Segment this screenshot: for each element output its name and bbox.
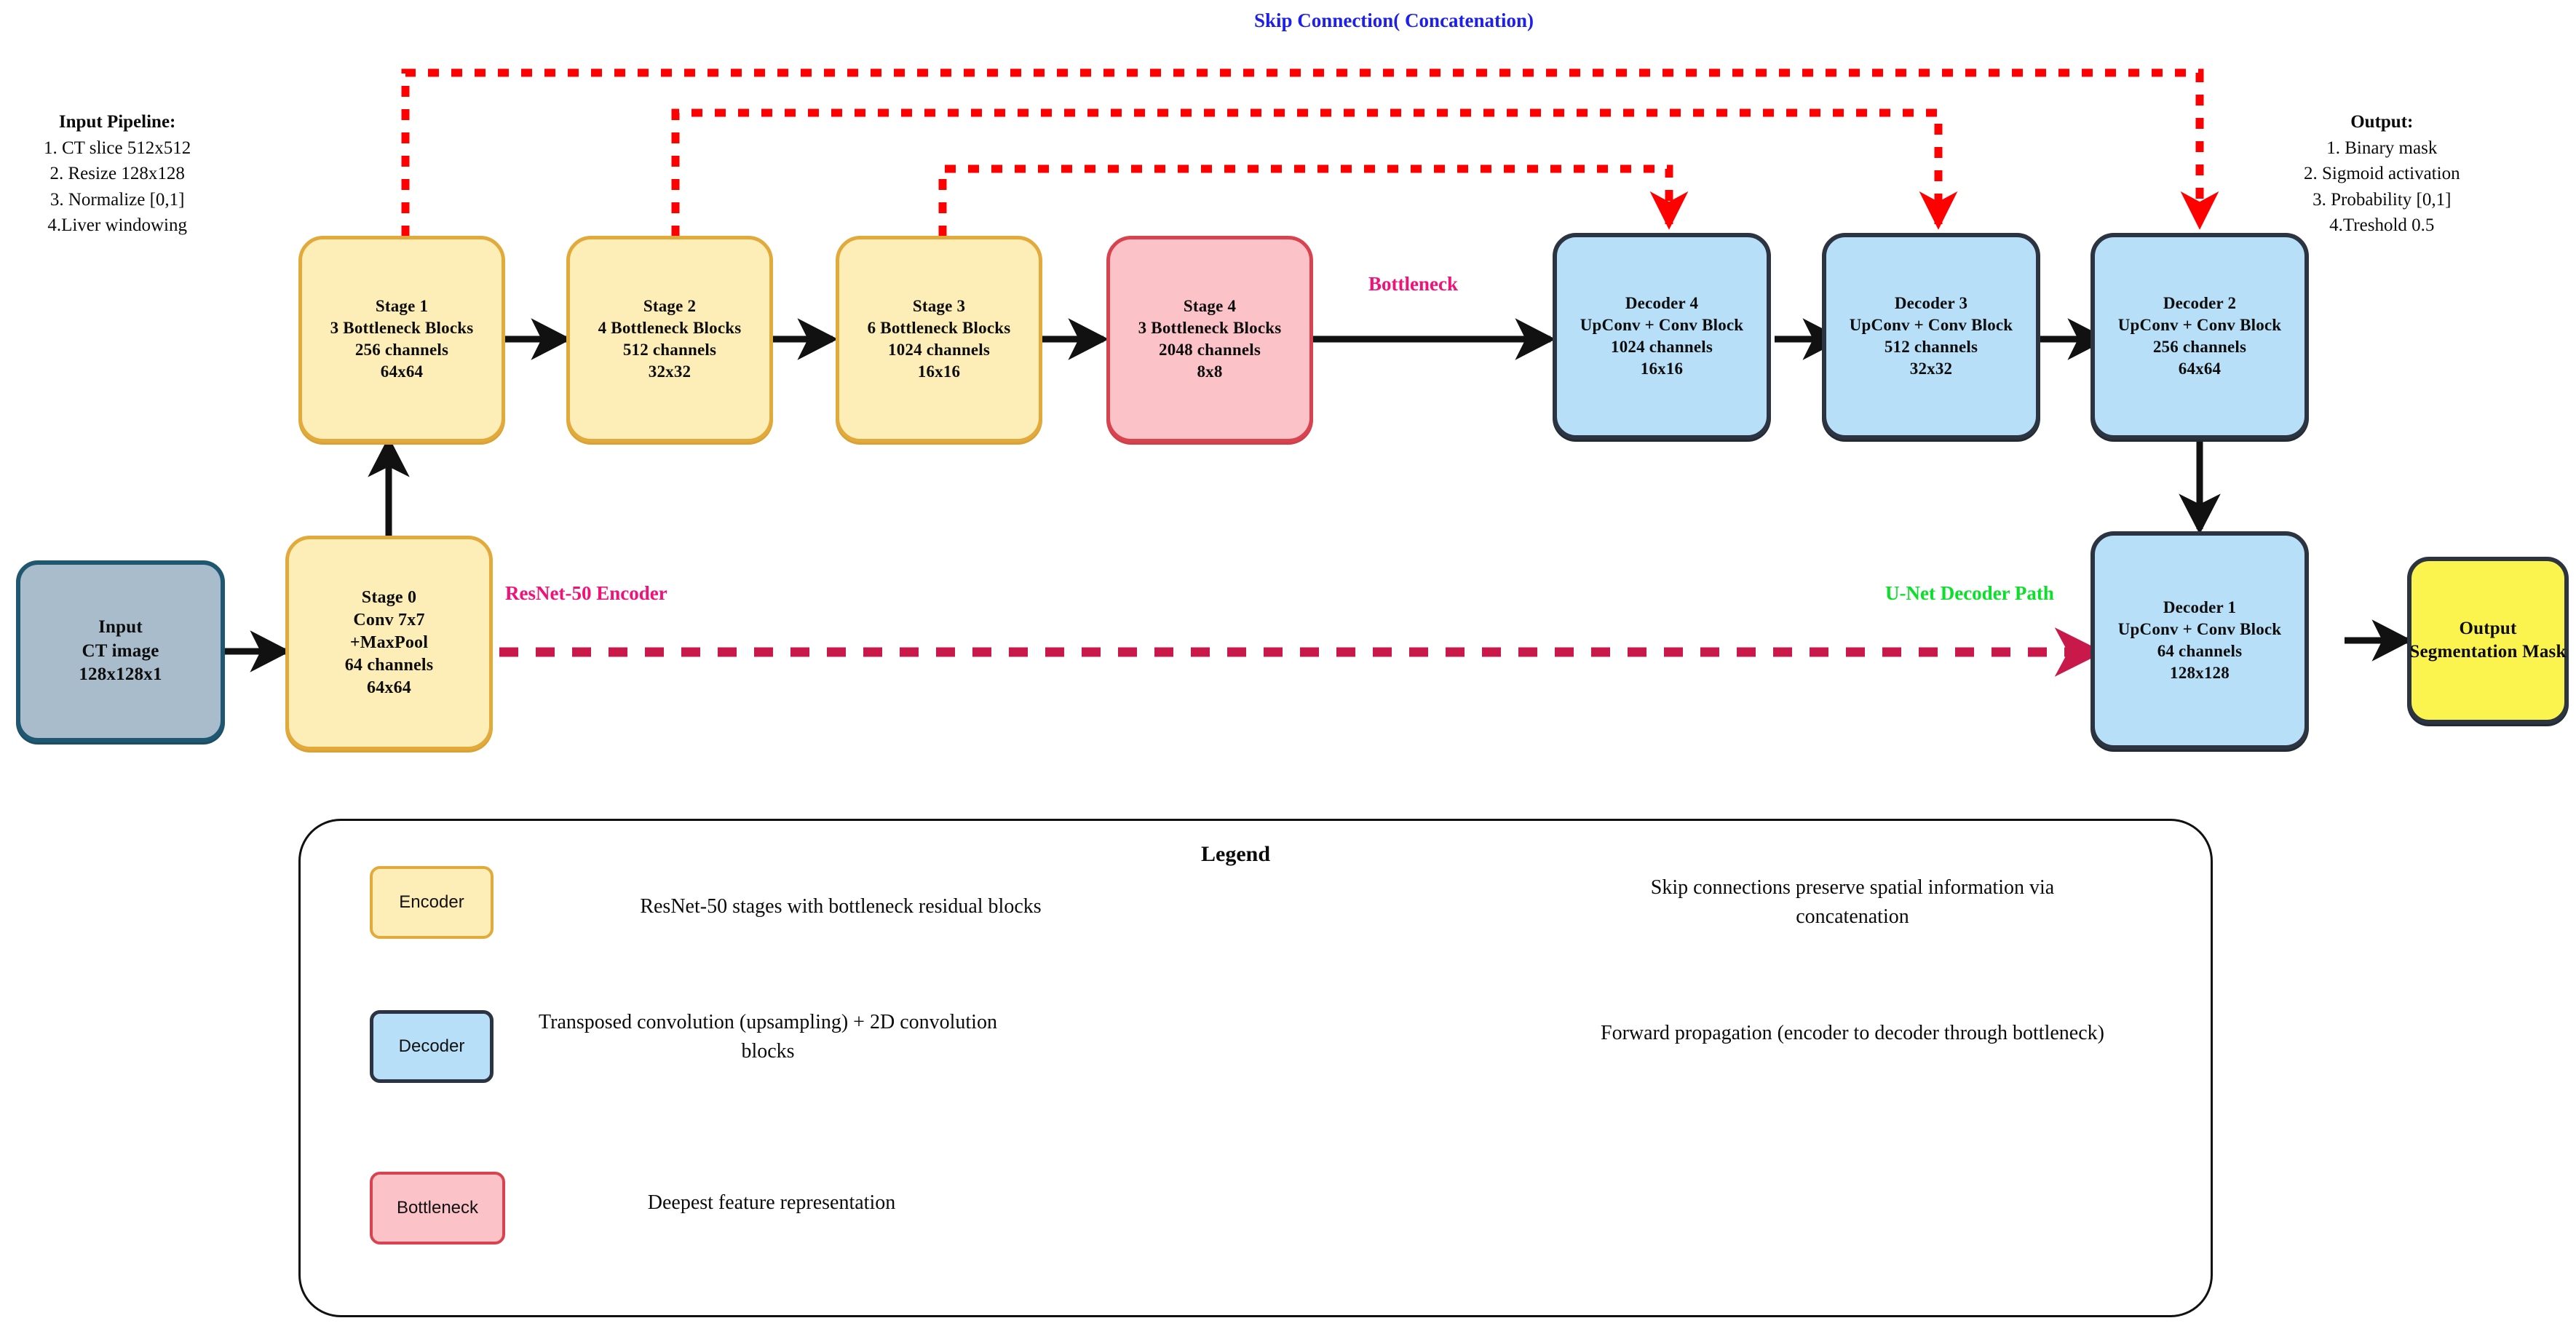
node-decoder-1[interactable]: Decoder 1 UpConv + Conv Block 64 channel… <box>2090 531 2309 750</box>
stage-1-line-3: 256 channels <box>354 341 449 359</box>
output-line-2: Segmentation Mask <box>2409 642 2567 662</box>
stage-4-line-3: 2048 channels <box>1159 341 1261 359</box>
decoder-4-line-3: 1024 channels <box>1611 338 1713 356</box>
input-pipeline-item-4: 4.Liver windowing <box>47 215 187 235</box>
input-line-3: 128x128x1 <box>79 664 162 685</box>
output-pipeline-item-1: 1. Binary mask <box>2326 138 2438 158</box>
legend-swatch-bottleneck: Bottleneck <box>370 1172 505 1244</box>
bottleneck-path-label: Bottleneck <box>1368 273 1458 295</box>
output-pipeline-item-4: 4.Treshold 0.5 <box>2329 215 2435 235</box>
stage-2-line-1: Stage 2 <box>643 297 697 316</box>
stage-1-line-4: 64x64 <box>380 362 424 381</box>
decoder-2-line-1: Decoder 2 <box>2163 294 2237 313</box>
stage-1-line-2: 3 Bottleneck Blocks <box>330 319 474 338</box>
legend-swatch-decoder-label: Decoder <box>398 1036 465 1056</box>
output-pipeline-item-2: 2. Sigmoid activation <box>2304 164 2460 183</box>
stage-0-line-3: +MaxPool <box>349 632 429 652</box>
legend-swatch-bottleneck-label: Bottleneck <box>396 1198 479 1218</box>
stage-0-line-4: 64 channels <box>344 656 434 675</box>
node-input[interactable]: Input CT image 128x128x1 <box>16 560 225 742</box>
legend-text-skip-connection: Skip connections preserve spatial inform… <box>1650 876 2055 928</box>
input-pipeline-note: Input Pipeline: 1. CT slice 512x512 2. R… <box>44 109 191 239</box>
stage-2-line-4: 32x32 <box>648 362 691 381</box>
node-output[interactable]: Output Segmentation Mask <box>2407 557 2569 724</box>
skip-connection-label: Skip Connection( Concatenation) <box>1254 9 1534 31</box>
node-stage-0[interactable]: Stage 0 Conv 7x7 +MaxPool 64 channels 64… <box>285 536 493 750</box>
node-stage-4-bottleneck[interactable]: Stage 4 3 Bottleneck Blocks 2048 channel… <box>1106 236 1313 442</box>
unet-decoder-path-label: U-Net Decoder Path <box>1885 582 2054 604</box>
stage-0-line-2: Conv 7x7 <box>353 610 425 630</box>
input-pipeline-item-2: 2. Resize 128x128 <box>49 164 185 183</box>
legend-text-bottleneck: Deepest feature representation <box>647 1191 896 1214</box>
resnet-encoder-label: ResNet-50 Encoder <box>505 582 667 604</box>
node-decoder-3[interactable]: Decoder 3 UpConv + Conv Block 512 channe… <box>1822 233 2040 440</box>
decoder-4-line-2: UpConv + Conv Block <box>1580 316 1744 335</box>
decoder-1-line-2: UpConv + Conv Block <box>2117 620 2282 639</box>
stage-0-line-1: Stage 0 <box>361 587 417 607</box>
stage-3-line-3: 1024 channels <box>888 341 990 359</box>
output-line-1: Output <box>2459 618 2517 638</box>
decoder-2-line-2: UpConv + Conv Block <box>2117 316 2282 335</box>
stage-4-line-4: 8x8 <box>1197 362 1223 381</box>
decoder-4-line-1: Decoder 4 <box>1625 294 1699 313</box>
stage-2-line-2: 4 Bottleneck Blocks <box>598 319 742 338</box>
output-pipeline-heading: Output: <box>2350 112 2414 132</box>
input-line-1: Input <box>98 617 143 638</box>
input-pipeline-item-3: 3. Normalize [0,1] <box>49 189 185 210</box>
node-decoder-4[interactable]: Decoder 4 UpConv + Conv Block 1024 chann… <box>1553 233 1771 440</box>
node-stage-2[interactable]: Stage 2 4 Bottleneck Blocks 512 channels… <box>566 236 773 442</box>
stage-3-line-4: 16x16 <box>917 362 961 381</box>
decoder-4-line-4: 16x16 <box>1640 359 1684 378</box>
decoder-2-line-3: 256 channels <box>2152 338 2247 356</box>
decoder-3-line-1: Decoder 3 <box>1894 294 1968 313</box>
node-decoder-2[interactable]: Decoder 2 UpConv + Conv Block 256 channe… <box>2090 233 2309 440</box>
legend-text-forward-propagation: Forward propagation (encoder to decoder … <box>1601 1022 2104 1044</box>
stage-1-line-1: Stage 1 <box>375 297 429 316</box>
decoder-1-line-3: 64 channels <box>2157 642 2243 660</box>
legend-text-decoder: Transposed convolution (upsampling) + 2D… <box>539 1011 997 1063</box>
input-line-2: CT image <box>82 640 159 661</box>
decoder-1-line-4: 128x128 <box>2170 663 2230 682</box>
legend-swatch-decoder: Decoder <box>370 1010 494 1083</box>
stage-3-line-2: 6 Bottleneck Blocks <box>867 319 1011 338</box>
decoder-3-line-3: 512 channels <box>1884 338 1978 356</box>
legend-text-encoder: ResNet-50 stages with bottleneck residua… <box>640 895 1042 918</box>
output-pipeline-item-3: 3. Probability [0,1] <box>2313 189 2452 210</box>
stage-2-line-3: 512 channels <box>622 341 717 359</box>
decoder-3-line-2: UpConv + Conv Block <box>1849 316 2013 335</box>
output-pipeline-note: Output: 1. Binary mask 2. Sigmoid activa… <box>2304 109 2460 239</box>
decoder-2-line-4: 64x64 <box>2178 359 2222 378</box>
input-pipeline-item-1: 1. CT slice 512x512 <box>44 138 191 158</box>
node-stage-3[interactable]: Stage 3 6 Bottleneck Blocks 1024 channel… <box>836 236 1042 442</box>
legend-swatch-encoder-label: Encoder <box>399 892 464 912</box>
node-stage-1[interactable]: Stage 1 3 Bottleneck Blocks 256 channels… <box>298 236 505 442</box>
decoder-3-line-4: 32x32 <box>1909 359 1953 378</box>
stage-0-line-5: 64x64 <box>367 678 411 698</box>
stage-4-line-2: 3 Bottleneck Blocks <box>1138 319 1282 338</box>
input-pipeline-heading: Input Pipeline: <box>58 112 176 132</box>
legend-panel <box>298 819 2213 1317</box>
stage-3-line-1: Stage 3 <box>912 297 966 316</box>
decoder-1-line-1: Decoder 1 <box>2163 598 2237 617</box>
legend-title: Legend <box>1201 842 1271 866</box>
legend-swatch-encoder: Encoder <box>370 866 494 939</box>
stage-4-line-1: Stage 4 <box>1183 297 1237 316</box>
